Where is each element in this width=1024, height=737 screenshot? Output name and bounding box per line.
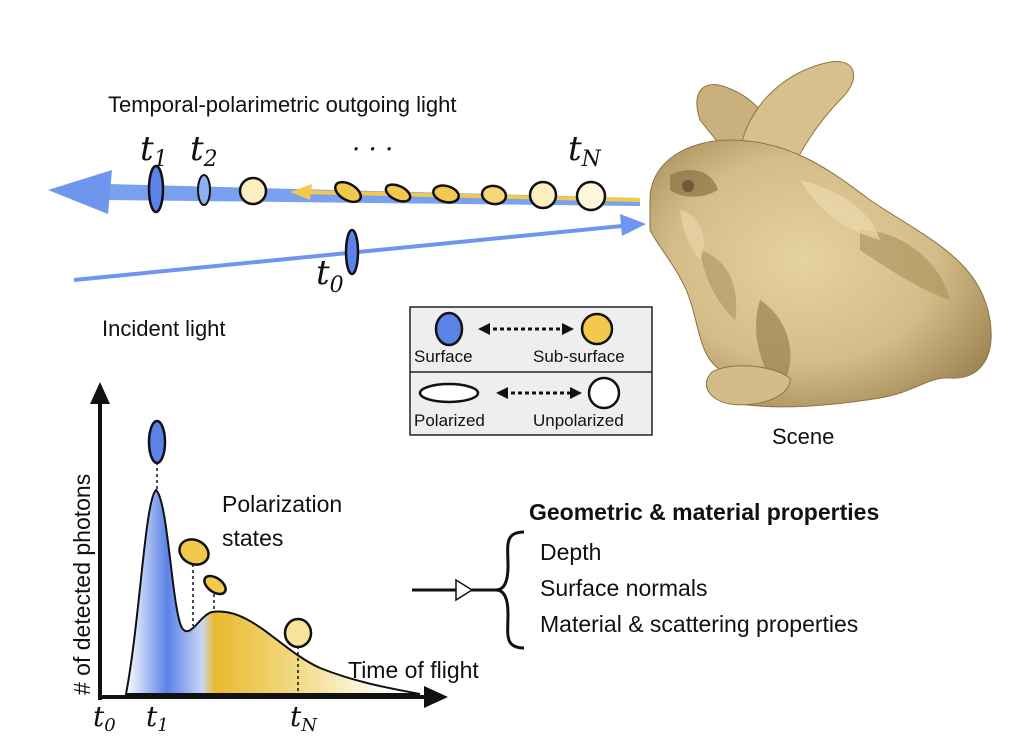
scene-label: Scene xyxy=(772,424,834,449)
subsurface-ellipse xyxy=(178,538,210,566)
x-axis-arrowhead xyxy=(424,686,448,708)
arrowhead-right xyxy=(570,387,582,399)
unpolarized-circle xyxy=(528,180,558,210)
tick-tN: tN xyxy=(290,700,318,736)
subsurface-swatch xyxy=(580,312,614,346)
unpolarized-circle xyxy=(575,180,607,212)
legend-unpolarized-label: Unpolarized xyxy=(533,411,624,430)
bunny-paw xyxy=(706,365,791,406)
arrowhead-left xyxy=(496,387,508,399)
bunny-shadow xyxy=(756,300,791,390)
bunny-eye xyxy=(682,180,694,192)
property-item: Material & scattering properties xyxy=(540,611,858,637)
curly-brace xyxy=(495,530,525,650)
unpolarized-ellipse xyxy=(283,617,313,649)
annotation-line-2: states xyxy=(222,525,283,551)
arrowhead-left xyxy=(478,323,490,335)
tick-t1: t1 xyxy=(146,700,169,736)
legend-surface-label: Surface xyxy=(414,347,473,366)
polarization-markers xyxy=(147,164,607,276)
bunny-shadow xyxy=(860,230,950,300)
t1-label: t1 xyxy=(140,129,168,172)
subsurface-ellipse xyxy=(203,574,227,596)
bunny-body xyxy=(649,139,992,408)
outgoing-light-label: Temporal-polarimetric outgoing light xyxy=(108,92,457,117)
unpolarized-circle xyxy=(238,176,268,206)
subsurface-ellipse xyxy=(432,184,460,204)
bunny-shadow xyxy=(670,170,718,197)
t2-surface-ellipse xyxy=(197,174,211,206)
y-axis-arrowhead xyxy=(90,382,110,404)
peak-surface-ellipse xyxy=(147,419,167,465)
polarization-states-label: Polarization states xyxy=(222,491,349,551)
legend-subsurface-label: Sub-surface xyxy=(533,347,625,366)
properties-title: Geometric & material properties xyxy=(529,499,879,525)
bunny-illustration xyxy=(649,61,992,408)
bunny-highlight xyxy=(680,210,704,260)
polarized-swatch xyxy=(418,382,480,404)
properties-block: Geometric & material properties Depth Su… xyxy=(412,499,879,650)
legend: Surface Sub-surface Polarized Unpolarize… xyxy=(409,306,653,436)
t0-label: t0 xyxy=(316,253,344,298)
x-axis-label: Time of flight xyxy=(348,657,479,683)
connector-arrowhead xyxy=(455,578,474,602)
photon-curve-fill xyxy=(124,488,421,695)
unpolarized-swatch xyxy=(587,376,621,410)
t1-surface-ellipse xyxy=(147,164,165,214)
surface-swatch xyxy=(434,311,464,347)
bunny-shadow xyxy=(700,250,737,320)
bunny-highlight xyxy=(800,180,880,240)
tN-label: tN xyxy=(568,129,602,172)
t2-label: t2 xyxy=(190,129,218,172)
photon-count-plot: # of detected photons Time of flight Pol… xyxy=(69,382,479,736)
subsurface-ellipse xyxy=(480,184,508,206)
t0-incident-ellipse xyxy=(344,228,360,276)
ellipsis-label: · · · xyxy=(352,135,393,165)
incident-ray xyxy=(73,214,646,282)
arrowhead-right xyxy=(562,323,574,335)
property-item: Depth xyxy=(540,539,601,565)
annotation-line-1: Polarization xyxy=(222,491,342,517)
subsurface-ellipse xyxy=(333,180,363,204)
subsurface-ellipse xyxy=(384,183,412,203)
incident-light-label: Incident light xyxy=(102,316,226,341)
ray-time-labels: t1 t2 · · · tN t0 xyxy=(140,129,602,298)
legend-polarized-label: Polarized xyxy=(414,411,485,430)
property-item: Surface normals xyxy=(540,575,707,601)
y-axis-label: # of detected photons xyxy=(69,474,95,695)
tick-t0: t0 xyxy=(93,700,116,736)
